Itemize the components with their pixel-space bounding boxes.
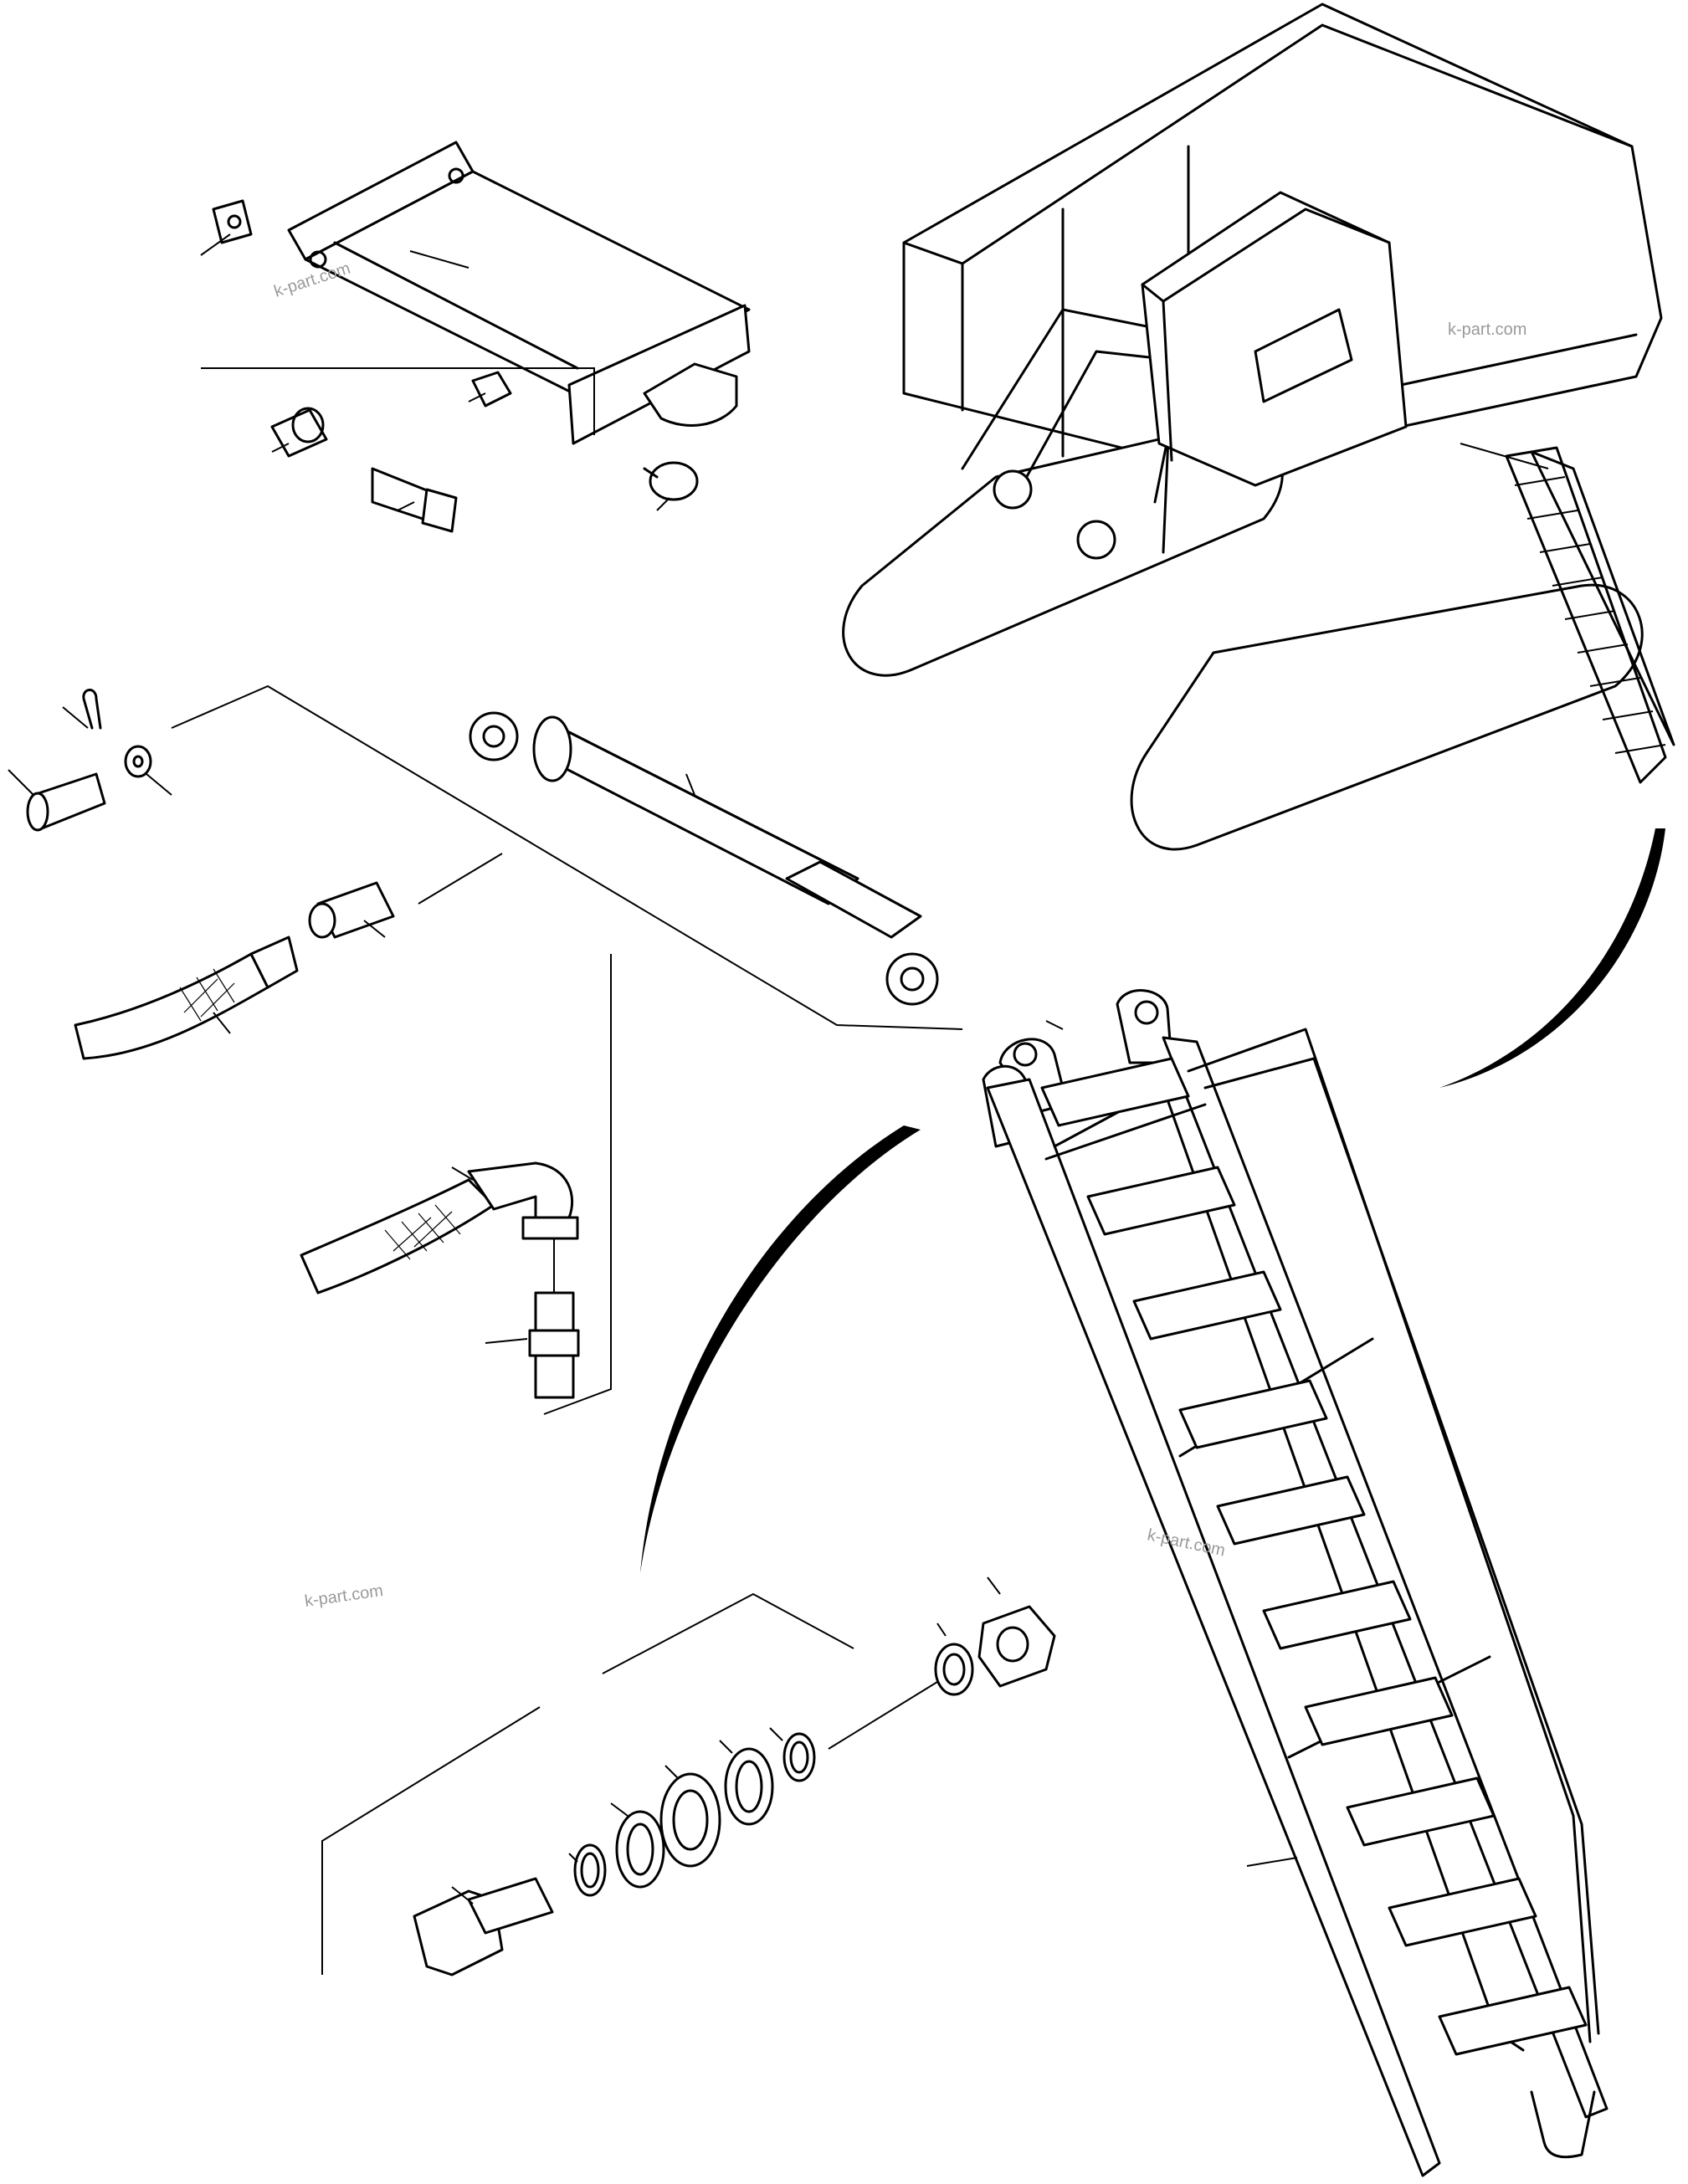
watermark-4: k-part.com bbox=[304, 1582, 385, 1611]
ladder-large bbox=[640, 989, 1608, 2177]
machine-ladder-mini bbox=[1460, 443, 1675, 784]
bracket-assembly bbox=[200, 141, 751, 533]
ladder-treads bbox=[1040, 1057, 1588, 2056]
machine-overview bbox=[842, 3, 1675, 1088]
roller-assembly bbox=[321, 1576, 1056, 1976]
callout-arc-middle bbox=[640, 1125, 921, 1573]
hose-elbow bbox=[300, 1161, 580, 1399]
cylinder-assembly bbox=[8, 684, 1064, 1415]
callout-arc-top bbox=[1439, 828, 1665, 1088]
watermark-2: k-part.com bbox=[1448, 320, 1526, 339]
